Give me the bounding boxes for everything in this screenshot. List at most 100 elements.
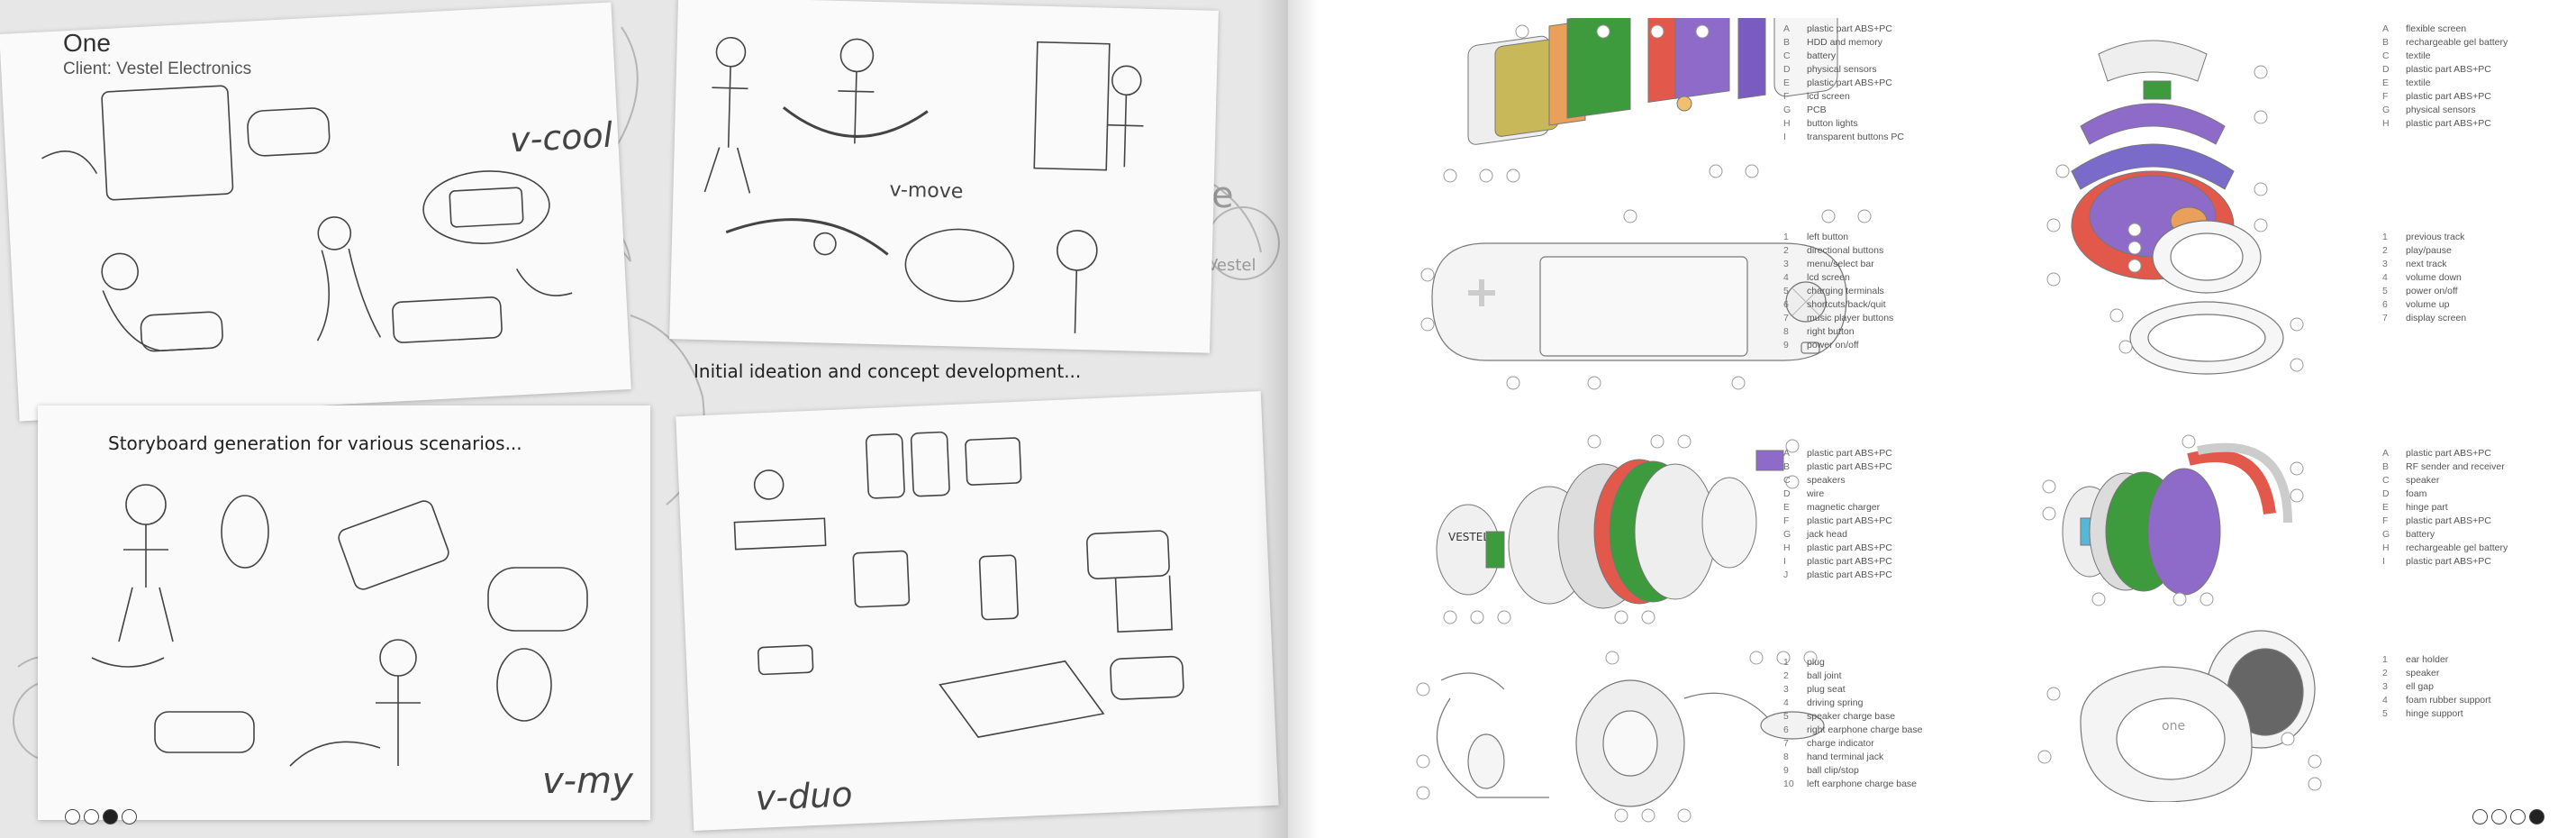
legend-key: 7 xyxy=(1783,313,1789,323)
legend-text: shortcuts/back/quit xyxy=(1807,299,1886,310)
legend-key: 6 xyxy=(2382,299,2388,310)
caption-ideation: Initial ideation and concept development… xyxy=(694,360,1082,382)
legend-key: D xyxy=(2382,64,2390,75)
legend-text: lcd screen xyxy=(1807,272,1850,283)
legend-key: 6 xyxy=(1783,724,1789,735)
handheld-ui-view xyxy=(1414,207,1882,396)
legend-text: flexible screen xyxy=(2406,23,2467,34)
legend-text: physical sensors xyxy=(1807,64,1877,75)
left-page: e Vestel xyxy=(0,0,1288,838)
legend-key: D xyxy=(2382,488,2390,499)
legend-text: plastic part ABS+PC xyxy=(2406,91,2491,102)
page-dot-2 xyxy=(84,809,99,824)
legend-text: right button xyxy=(1807,326,1855,337)
legend-key: F xyxy=(2382,91,2389,102)
legend-text: hinge support xyxy=(2406,708,2463,719)
legend-key: 1 xyxy=(2382,232,2388,242)
legend-key: H xyxy=(1783,542,1791,553)
legend-key: E xyxy=(2382,502,2390,513)
legend-key: D xyxy=(1783,488,1791,499)
legend-text: plastic part ABS+PC xyxy=(1807,515,1892,526)
legend-text: right earphone charge base xyxy=(1807,724,1923,735)
legend-text: directional buttons xyxy=(1807,245,1884,256)
legend-text: speaker xyxy=(2406,668,2440,679)
legend-key: 5 xyxy=(2382,286,2388,296)
page-dot-1 xyxy=(65,809,80,824)
legend-text: hand terminal jack xyxy=(1807,751,1884,762)
headphone-ui-view: one xyxy=(2027,622,2333,802)
legend-key: 7 xyxy=(1783,738,1789,749)
vduo-logo: v-duo xyxy=(755,774,853,818)
page-dot-3 xyxy=(103,809,118,824)
legend-key: C xyxy=(2382,475,2390,486)
legend-text: next track xyxy=(2406,259,2447,269)
vmy-logo: v-my xyxy=(542,761,634,802)
legend-key: I xyxy=(1783,556,1786,567)
legend-key: 3 xyxy=(2382,259,2388,269)
legend-text: hinge part xyxy=(2406,502,2448,513)
legend-key: E xyxy=(1783,502,1791,513)
legend-text: speakers xyxy=(1807,475,1846,486)
legend-key: 8 xyxy=(1783,751,1789,762)
legend-text: speaker xyxy=(2406,475,2440,486)
caption-storyboard: Storyboard generation for various scenar… xyxy=(108,433,522,454)
legend-text: speaker charge base xyxy=(1807,711,1896,722)
legend-text: rechargeable gel battery xyxy=(2406,542,2508,553)
legend-key: 1 xyxy=(1783,232,1789,242)
legend-text: rechargeable gel battery xyxy=(2406,37,2508,48)
sketch-sheet-vmy: v-my xyxy=(38,405,650,820)
legend-key: I xyxy=(1783,132,1786,142)
legend-item: 6 right earphone charge base xyxy=(1783,724,1922,737)
legend-text: plastic part ABS+PC xyxy=(2406,448,2491,459)
legend-text: play/pause xyxy=(2406,245,2452,256)
legend-text: volume down xyxy=(2406,272,2462,283)
legend-key: I xyxy=(2382,556,2385,567)
legend-key: A xyxy=(1783,448,1791,459)
legend-key: 3 xyxy=(1783,684,1789,695)
legend-key: G xyxy=(1783,529,1791,540)
page-dot-2 xyxy=(2491,809,2507,824)
legend-text: HDD and memory xyxy=(1807,37,1883,48)
legend-text: plastic part ABS+PC xyxy=(2406,64,2491,75)
legend-text: plastic part ABS+PC xyxy=(1807,461,1892,472)
bracelet-ui-view xyxy=(2027,203,2315,383)
legend-key: H xyxy=(1783,118,1791,129)
legend-item: 8 hand terminal jack xyxy=(1783,751,1922,764)
legend-text: plastic part ABS+PC xyxy=(2406,515,2491,526)
client-name: Client: Vestel Electronics xyxy=(63,59,252,78)
page-dot-4 xyxy=(122,809,137,824)
legend-text: ball clip/stop xyxy=(1807,765,1859,776)
legend-text: menu/select bar xyxy=(1807,259,1874,269)
legend-text: plastic part ABS+PC xyxy=(1807,448,1892,459)
